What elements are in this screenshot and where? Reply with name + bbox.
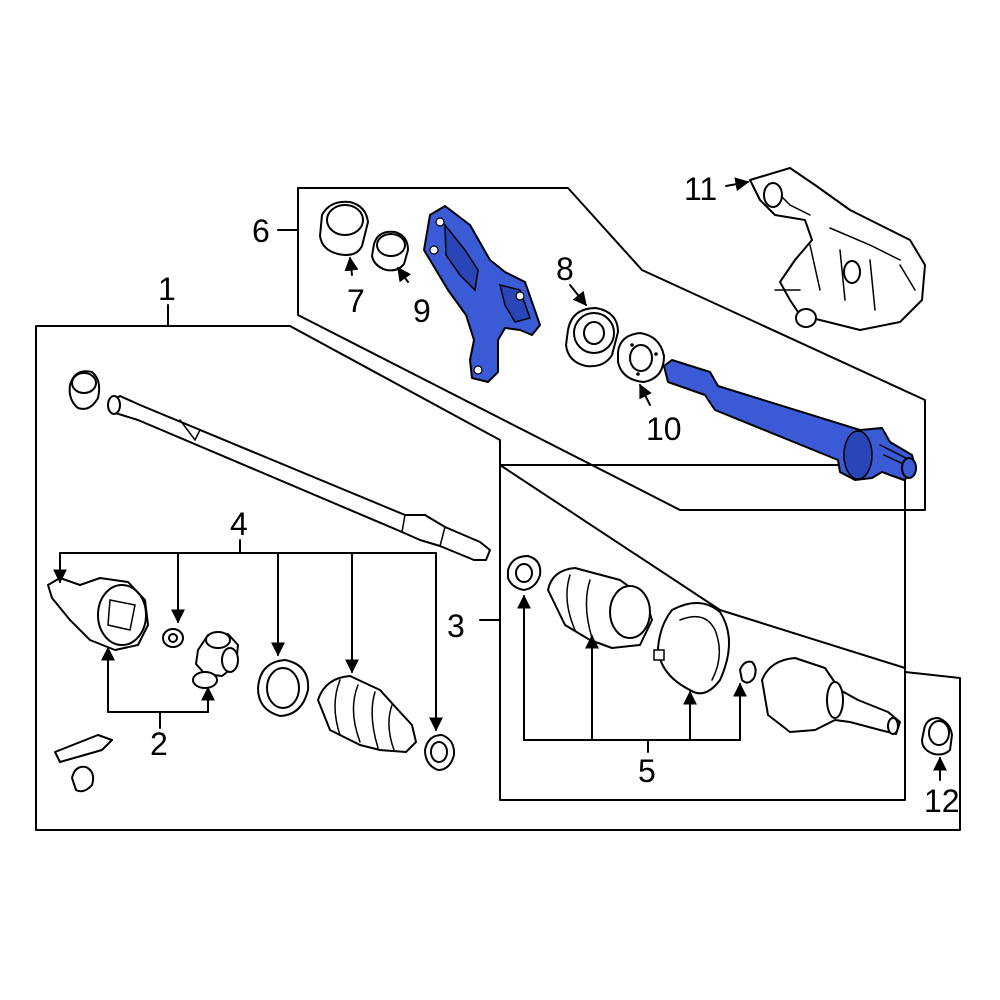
- boot-clamp-top[interactable]: [68, 370, 101, 410]
- callout-2[interactable]: 2: [150, 726, 168, 762]
- intermediate-shaft-bracket[interactable]: [423, 205, 541, 383]
- bearing-part-8[interactable]: [565, 307, 619, 368]
- callout-5[interactable]: 5: [638, 753, 656, 789]
- callout-11[interactable]: 11: [684, 171, 717, 207]
- callout-1[interactable]: 1: [158, 271, 176, 307]
- callout-8[interactable]: 8: [556, 251, 574, 287]
- seal-part-10[interactable]: [617, 332, 665, 383]
- snap-ring-part-5a[interactable]: [507, 555, 542, 591]
- cv-boot-inner[interactable]: [317, 675, 417, 753]
- axle-shaft[interactable]: [107, 395, 491, 561]
- tripod-spider[interactable]: [192, 631, 239, 689]
- group-3-frame: [499, 464, 906, 801]
- callout-4[interactable]: 4: [230, 506, 248, 542]
- callout-7[interactable]: 7: [347, 283, 365, 319]
- shaft-stub-small[interactable]: [54, 734, 113, 793]
- boot-band-large[interactable]: [653, 602, 730, 695]
- callout-12[interactable]: 12: [924, 783, 960, 819]
- callout-10[interactable]: 10: [646, 411, 682, 447]
- bearing-part-7[interactable]: [319, 200, 369, 256]
- intermediate-shaft[interactable]: [663, 359, 917, 481]
- boot-clamp-band[interactable]: [257, 659, 310, 717]
- group-6-frame: [297, 187, 926, 511]
- snap-ring-part-5b[interactable]: [739, 660, 757, 684]
- ring-part-9[interactable]: [371, 230, 409, 272]
- callout-9[interactable]: 9: [413, 293, 431, 329]
- callout-labels: 1 2 3 4 5 6 7 8 9 10 11 12: [150, 171, 960, 819]
- cv-joint-housing[interactable]: [47, 577, 149, 651]
- group-1-frame: [35, 325, 961, 831]
- boot-clamp-small[interactable]: [424, 734, 456, 771]
- leader-lines: [53, 177, 947, 781]
- snap-ring-small[interactable]: [162, 628, 184, 648]
- cv-boot-outer[interactable]: [547, 567, 653, 649]
- callout-6[interactable]: 6: [252, 213, 270, 249]
- outer-cv-joint[interactable]: [761, 657, 901, 735]
- housing-part-11[interactable]: [749, 167, 926, 331]
- dust-cap-part-12[interactable]: [921, 717, 953, 756]
- callout-3[interactable]: 3: [447, 608, 465, 644]
